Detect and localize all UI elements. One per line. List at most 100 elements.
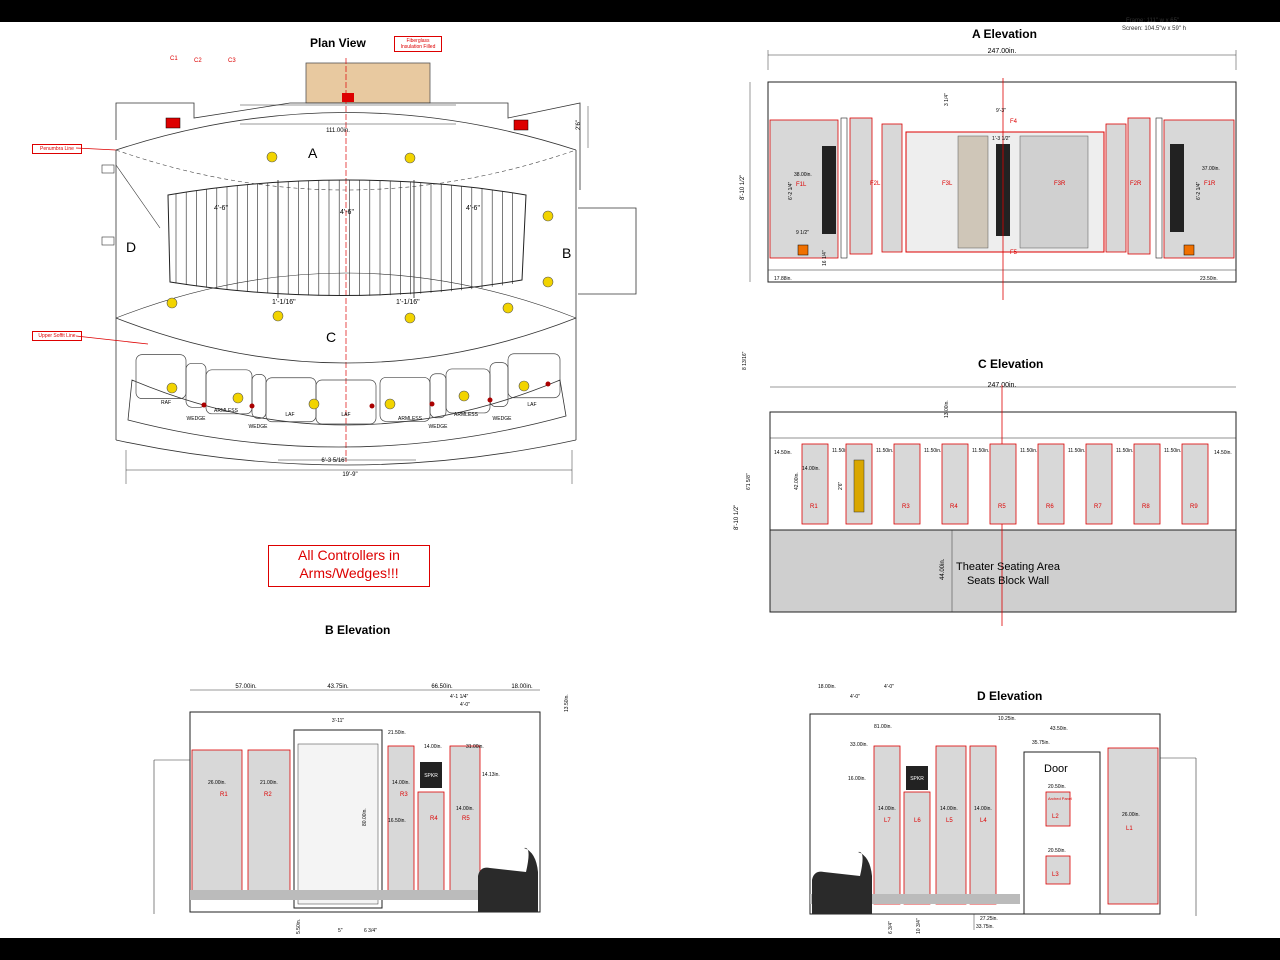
c-panel (941, 443, 969, 525)
b-panel-r5: R5 (462, 816, 470, 822)
b-bottom-1: 5.50in. (296, 919, 302, 934)
d-dim-3575: 35.75in. (1032, 740, 1050, 746)
d-dim-4-0-top: 4'-0" (884, 684, 894, 690)
a-dim-6-2-right: 6'-2 1/4" (1196, 181, 1202, 200)
d-dim-1025: 10.25in. (998, 716, 1016, 722)
b-dim-1650: 16.50in. (388, 818, 406, 824)
top-bar (0, 0, 1280, 22)
c3-label: C3 (228, 58, 236, 64)
a-dim-37: 37.00in. (1202, 166, 1220, 172)
penumbra-line-note: Penumbra Line (32, 144, 82, 154)
a-panel-f3l: F3L (942, 181, 953, 187)
a-dim-17: 17.88in. (774, 276, 792, 282)
a-panel-f2r: F2R (1130, 181, 1142, 187)
a-dim-38: 38.00in. (794, 172, 812, 178)
ceiling-light (404, 152, 416, 164)
d-arched: Arched Panel (1048, 796, 1072, 801)
c-seating-line1: Theater Seating Area (956, 561, 1061, 573)
d-dim-3375: 33.75in. (976, 924, 994, 930)
seat-cell (429, 373, 447, 419)
c-gap-dim: 11.50in. (1164, 448, 1181, 454)
b-bottom-3: 6 3/4" (364, 928, 377, 934)
b-panel-r1: R1 (220, 792, 228, 798)
d-bottom-1: 6 3/4" (888, 921, 894, 934)
d-dim-8100: 81.00in. (874, 724, 892, 730)
ceiling-light (272, 310, 284, 322)
letter-a: A (308, 145, 318, 161)
d-elevation-drawing: 18.00in. 4'-0" 4'-0" 81.00in. 33.00in. 1… (809, 684, 1197, 934)
d-dim-4-0-b: 4'-0" (850, 694, 860, 700)
c-gap-dim: 11.50in. (924, 448, 941, 454)
letter-d: D (126, 239, 136, 255)
seat-cell (507, 353, 561, 399)
c-seating-line2: Seats Block Wall (967, 575, 1049, 587)
b-panel-r3: R3 (400, 792, 408, 798)
dim-2-6: 2'6" (576, 120, 582, 130)
seat-label: ARMLESS (454, 412, 479, 418)
d-panel-l2: L2 (1052, 814, 1059, 820)
dim-19-9: 19'-9" (342, 472, 357, 478)
ceiling-light (308, 398, 320, 410)
ceiling-light (384, 398, 396, 410)
ceiling-light (166, 382, 178, 394)
dim-1-116-left: 1'-1/16" (272, 299, 296, 306)
insulation-box (305, 62, 431, 104)
seat-label: ARMLESS (214, 408, 239, 414)
c-gap-dim: 11.50in. (1116, 448, 1133, 454)
c-yellow-bar (853, 459, 865, 513)
seat-label: ARMLESS (398, 416, 423, 422)
b-dim-13-5: 13.50in. (564, 694, 570, 712)
b-dim-1400-c: 14.00in. (456, 806, 474, 812)
seat-label: LAF (527, 402, 536, 408)
bottom-bar (0, 938, 1280, 960)
dim-1-116-right: 1'-1/16" (396, 299, 420, 306)
b-dim-2600: 26.00in. (208, 780, 226, 786)
d-panel-l4: L4 (980, 818, 987, 824)
b-dim-18: 18.00in. (511, 684, 533, 690)
seat-label: WEDGE (429, 424, 449, 430)
plan-view-title: Plan View (310, 36, 366, 50)
b-dim-1400-b: 14.00in. (392, 780, 410, 786)
ceiling-light (502, 302, 514, 314)
plan-view-drawing: 111.00in. 2'6" A B C D 4'-6" 4'-6" 4'-6"… (75, 58, 637, 484)
dim-111: 111.00in. (326, 128, 350, 134)
b-dim-2100: 21.00in. (260, 780, 278, 786)
a-dim-9-12: 9 1/2" (796, 230, 809, 236)
c-panel (893, 443, 921, 525)
d-panel-l3: L3 (1052, 872, 1059, 878)
controllers-note: All Controllers in Arms/Wedges!!! (268, 545, 430, 587)
d-dim-1600: 16.00in. (848, 776, 866, 782)
b-dim-1400-a: 14.00in. (424, 744, 442, 750)
dim-4-6-left: 4'-6" (214, 205, 228, 212)
c-gap-dim: 11.50in. (1020, 448, 1037, 454)
b-dim-4-0: 4'-0" (460, 702, 470, 708)
d-bottom-2: 10 3/4" (916, 918, 922, 934)
c-panel-label: R8 (1142, 504, 1150, 510)
letter-c: C (326, 329, 336, 345)
c-panel-label: R7 (1094, 504, 1102, 510)
seat-label: WEDGE (493, 416, 513, 422)
a-elevation-title: A Elevation (972, 27, 1037, 41)
seat-cell (251, 374, 267, 419)
ceiling-light (458, 390, 470, 402)
d-elevation-title: D Elevation (977, 689, 1043, 703)
b-elevation-drawing: 57.00in. 43.75in. 66.50in. 18.00in. 4'-1… (153, 684, 570, 934)
b-spkr: SPKR (424, 773, 438, 779)
letter-b: B (562, 245, 571, 261)
b-panel-r2: R2 (264, 792, 272, 798)
d-dim-1400-a: 14.00in. (878, 806, 896, 812)
a-panel-f1r: F1R (1204, 181, 1216, 187)
dim-4-6-right: 4'-6" (466, 205, 480, 212)
d-panel-l1: L1 (1126, 826, 1133, 832)
c-dim-1450-left: 14.50in. (774, 450, 792, 456)
ceiling-light (232, 392, 244, 404)
d-panel-l6: L6 (914, 818, 921, 824)
d-panel-l5: L5 (946, 818, 953, 824)
a-dim-1-3: 1'-3 1/2" (992, 136, 1011, 142)
d-spkr: SPKR (910, 776, 924, 782)
b-dim-3100: 31.00in. (466, 744, 484, 750)
d-panel-l7: L7 (884, 818, 891, 824)
c-dim-13: 13.00in. (944, 400, 950, 418)
c-panel (1181, 443, 1209, 525)
b-dim-3-11: 3'-11" (332, 718, 345, 724)
